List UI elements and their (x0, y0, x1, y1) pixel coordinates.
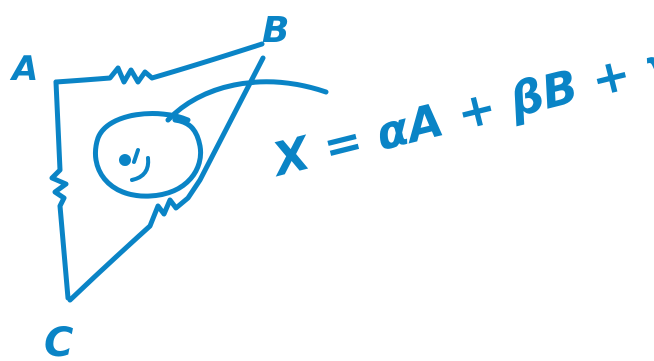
face-smile (130, 156, 151, 182)
vertex-label-a: A (9, 49, 38, 89)
face-eye-dot (119, 154, 131, 166)
barycentric-equation: X = αA + βB + γC (265, 26, 654, 187)
vertex-label-b: B (262, 10, 289, 51)
point-region-circle (92, 111, 204, 199)
vertex-label-c: C (44, 320, 73, 361)
edge-a-b (53, 41, 265, 85)
pointer-curve (165, 79, 329, 123)
edge-b-c (67, 55, 266, 303)
edge-a-c (49, 79, 71, 301)
face-eye-stroke (132, 148, 140, 164)
